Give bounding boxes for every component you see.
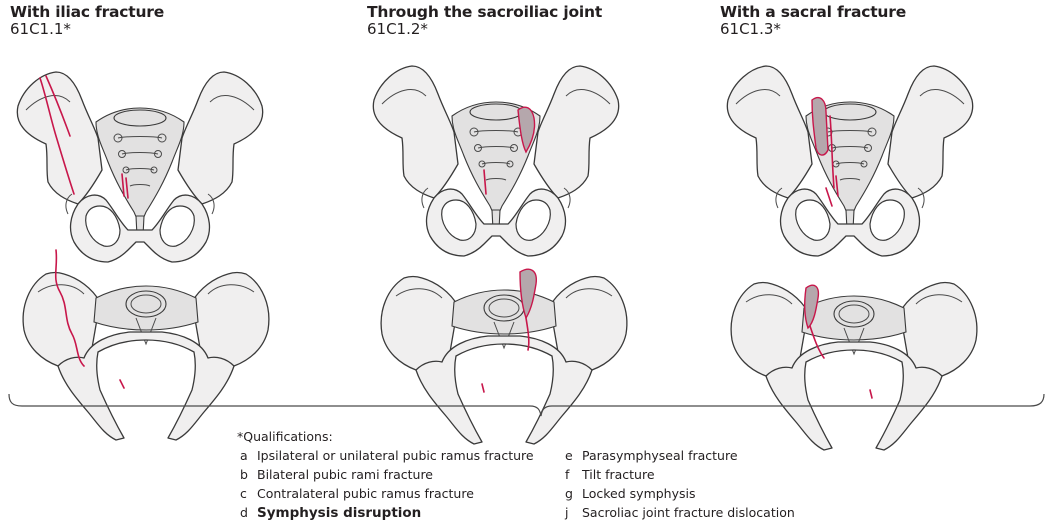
qualification-letter: j (562, 503, 582, 522)
qualification-letter: d (237, 503, 257, 522)
grouping-brace (0, 392, 1049, 422)
pelvis-inlet-view-sacral (720, 258, 990, 458)
qualification-text: Tilt fracture (582, 467, 655, 482)
column-title: With a sacral fracture (720, 3, 906, 21)
qualification-letter: a (237, 446, 257, 465)
qualifications-title: *Qualifications: (237, 427, 333, 446)
qualification-letter: b (237, 465, 257, 484)
qualification-letter: e (562, 446, 582, 465)
qualification-text: Symphysis disruption (257, 505, 421, 521)
qualification-letter: f (562, 465, 582, 484)
qualification-text: Locked symphysis (582, 486, 696, 501)
qualification-letter: c (237, 484, 257, 503)
qualification-text: Ipsilateral or unilateral pubic ramus fr… (257, 448, 534, 463)
column-code: 61C1.3* (720, 20, 781, 38)
pelvis-inlet-view-sacroiliac (370, 252, 640, 452)
pelvis-ap-view-sacroiliac (362, 60, 632, 260)
qualification-letter: g (562, 484, 582, 503)
column-title: With iliac fracture (10, 3, 164, 21)
qualification-text: Parasymphyseal fracture (582, 448, 738, 463)
pelvis-ap-view-iliac (6, 66, 276, 266)
column-title: Through the sacroiliac joint (367, 3, 602, 21)
pelvis-ap-view-sacral (716, 60, 986, 260)
qualification-text: Sacroliac joint fracture dislocation (582, 505, 795, 520)
qualification-text: Bilateral pubic rami fracture (257, 467, 433, 482)
column-code: 61C1.2* (367, 20, 428, 38)
qualification-text: Contralateral pubic ramus fracture (257, 486, 474, 501)
column-code: 61C1.1* (10, 20, 71, 38)
